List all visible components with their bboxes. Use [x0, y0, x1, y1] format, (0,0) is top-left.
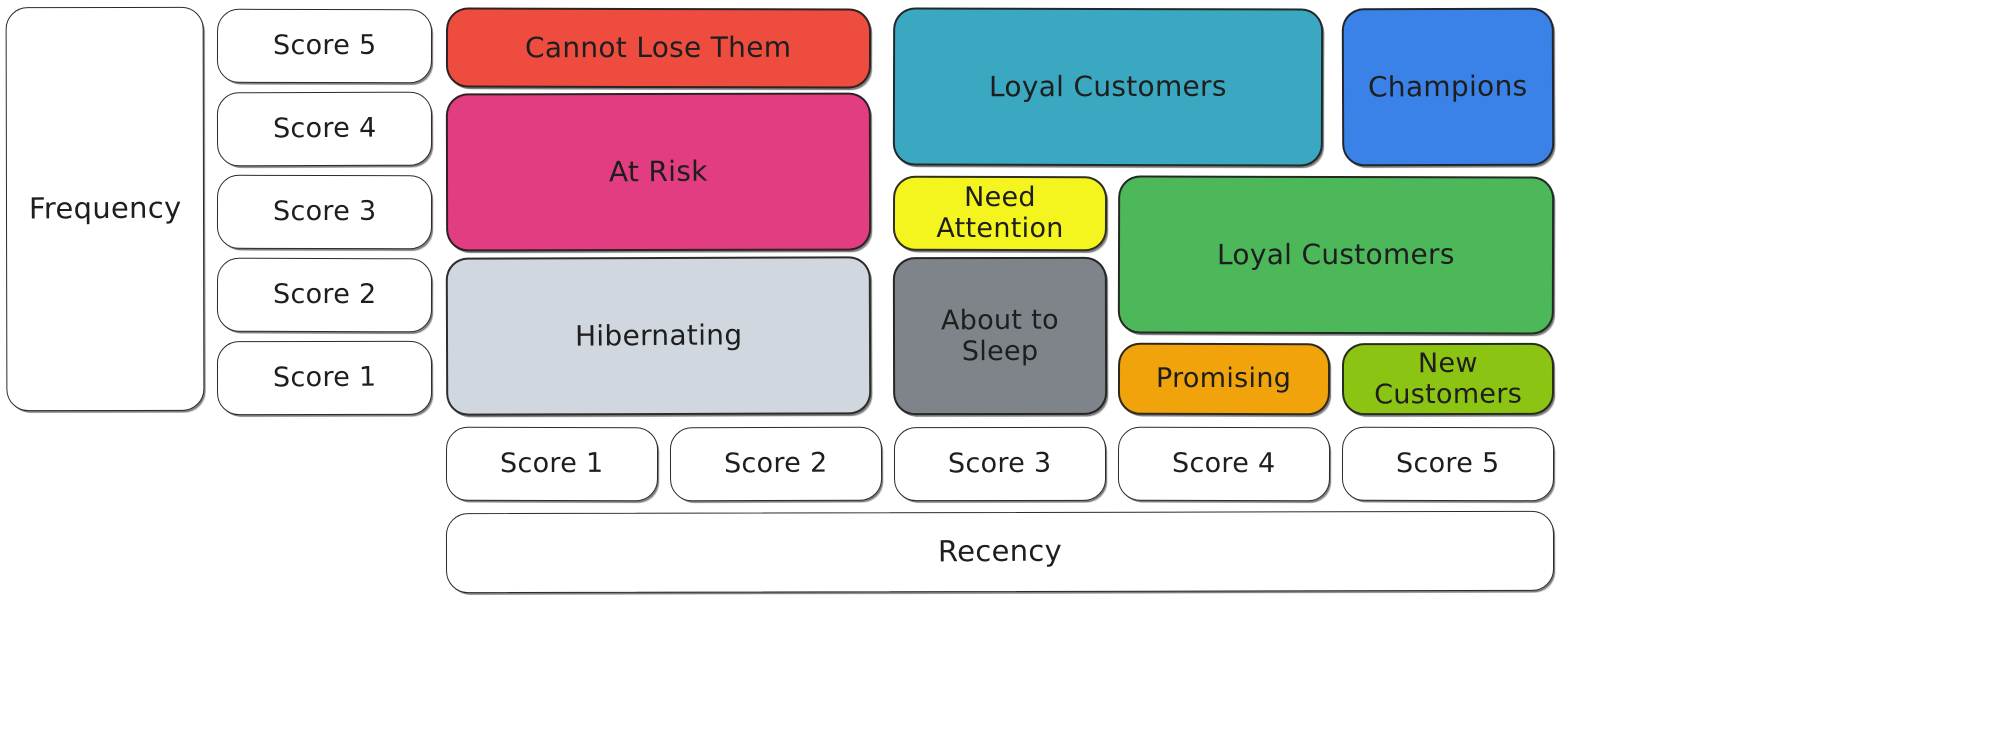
frequency-score-1[interactable]: Score 1	[216, 340, 433, 416]
segment-promising[interactable]: Promising	[1117, 342, 1331, 416]
segment-champions[interactable]: Champions	[1341, 7, 1555, 167]
segment-loyal-customers-teal[interactable]: Loyal Customers	[892, 7, 1324, 167]
segment-hibernating[interactable]: Hibernating	[445, 256, 872, 416]
recency-score-2[interactable]: Score 2	[669, 426, 883, 502]
recency-axis-label: Recency	[445, 510, 1555, 594]
segment-at-risk[interactable]: At Risk	[445, 92, 872, 252]
frequency-score-5[interactable]: Score 5	[216, 8, 433, 84]
recency-score-1[interactable]: Score 1	[445, 426, 659, 502]
recency-score-3[interactable]: Score 3	[893, 426, 1107, 502]
segment-loyal-customers-green[interactable]: Loyal Customers	[1117, 175, 1555, 335]
segment-new-customers[interactable]: New Customers	[1341, 342, 1555, 416]
frequency-score-4[interactable]: Score 4	[216, 91, 433, 167]
frequency-score-3[interactable]: Score 3	[216, 174, 433, 250]
segment-cannot-lose-them[interactable]: Cannot Lose Them	[445, 7, 872, 89]
frequency-axis-label: Frequency	[5, 6, 205, 412]
recency-score-5[interactable]: Score 5	[1341, 426, 1555, 502]
segment-about-to-sleep[interactable]: About to Sleep	[892, 256, 1108, 416]
segment-need-attention[interactable]: Need Attention	[892, 175, 1108, 252]
frequency-score-2[interactable]: Score 2	[216, 257, 433, 333]
recency-score-4[interactable]: Score 4	[1117, 426, 1331, 502]
